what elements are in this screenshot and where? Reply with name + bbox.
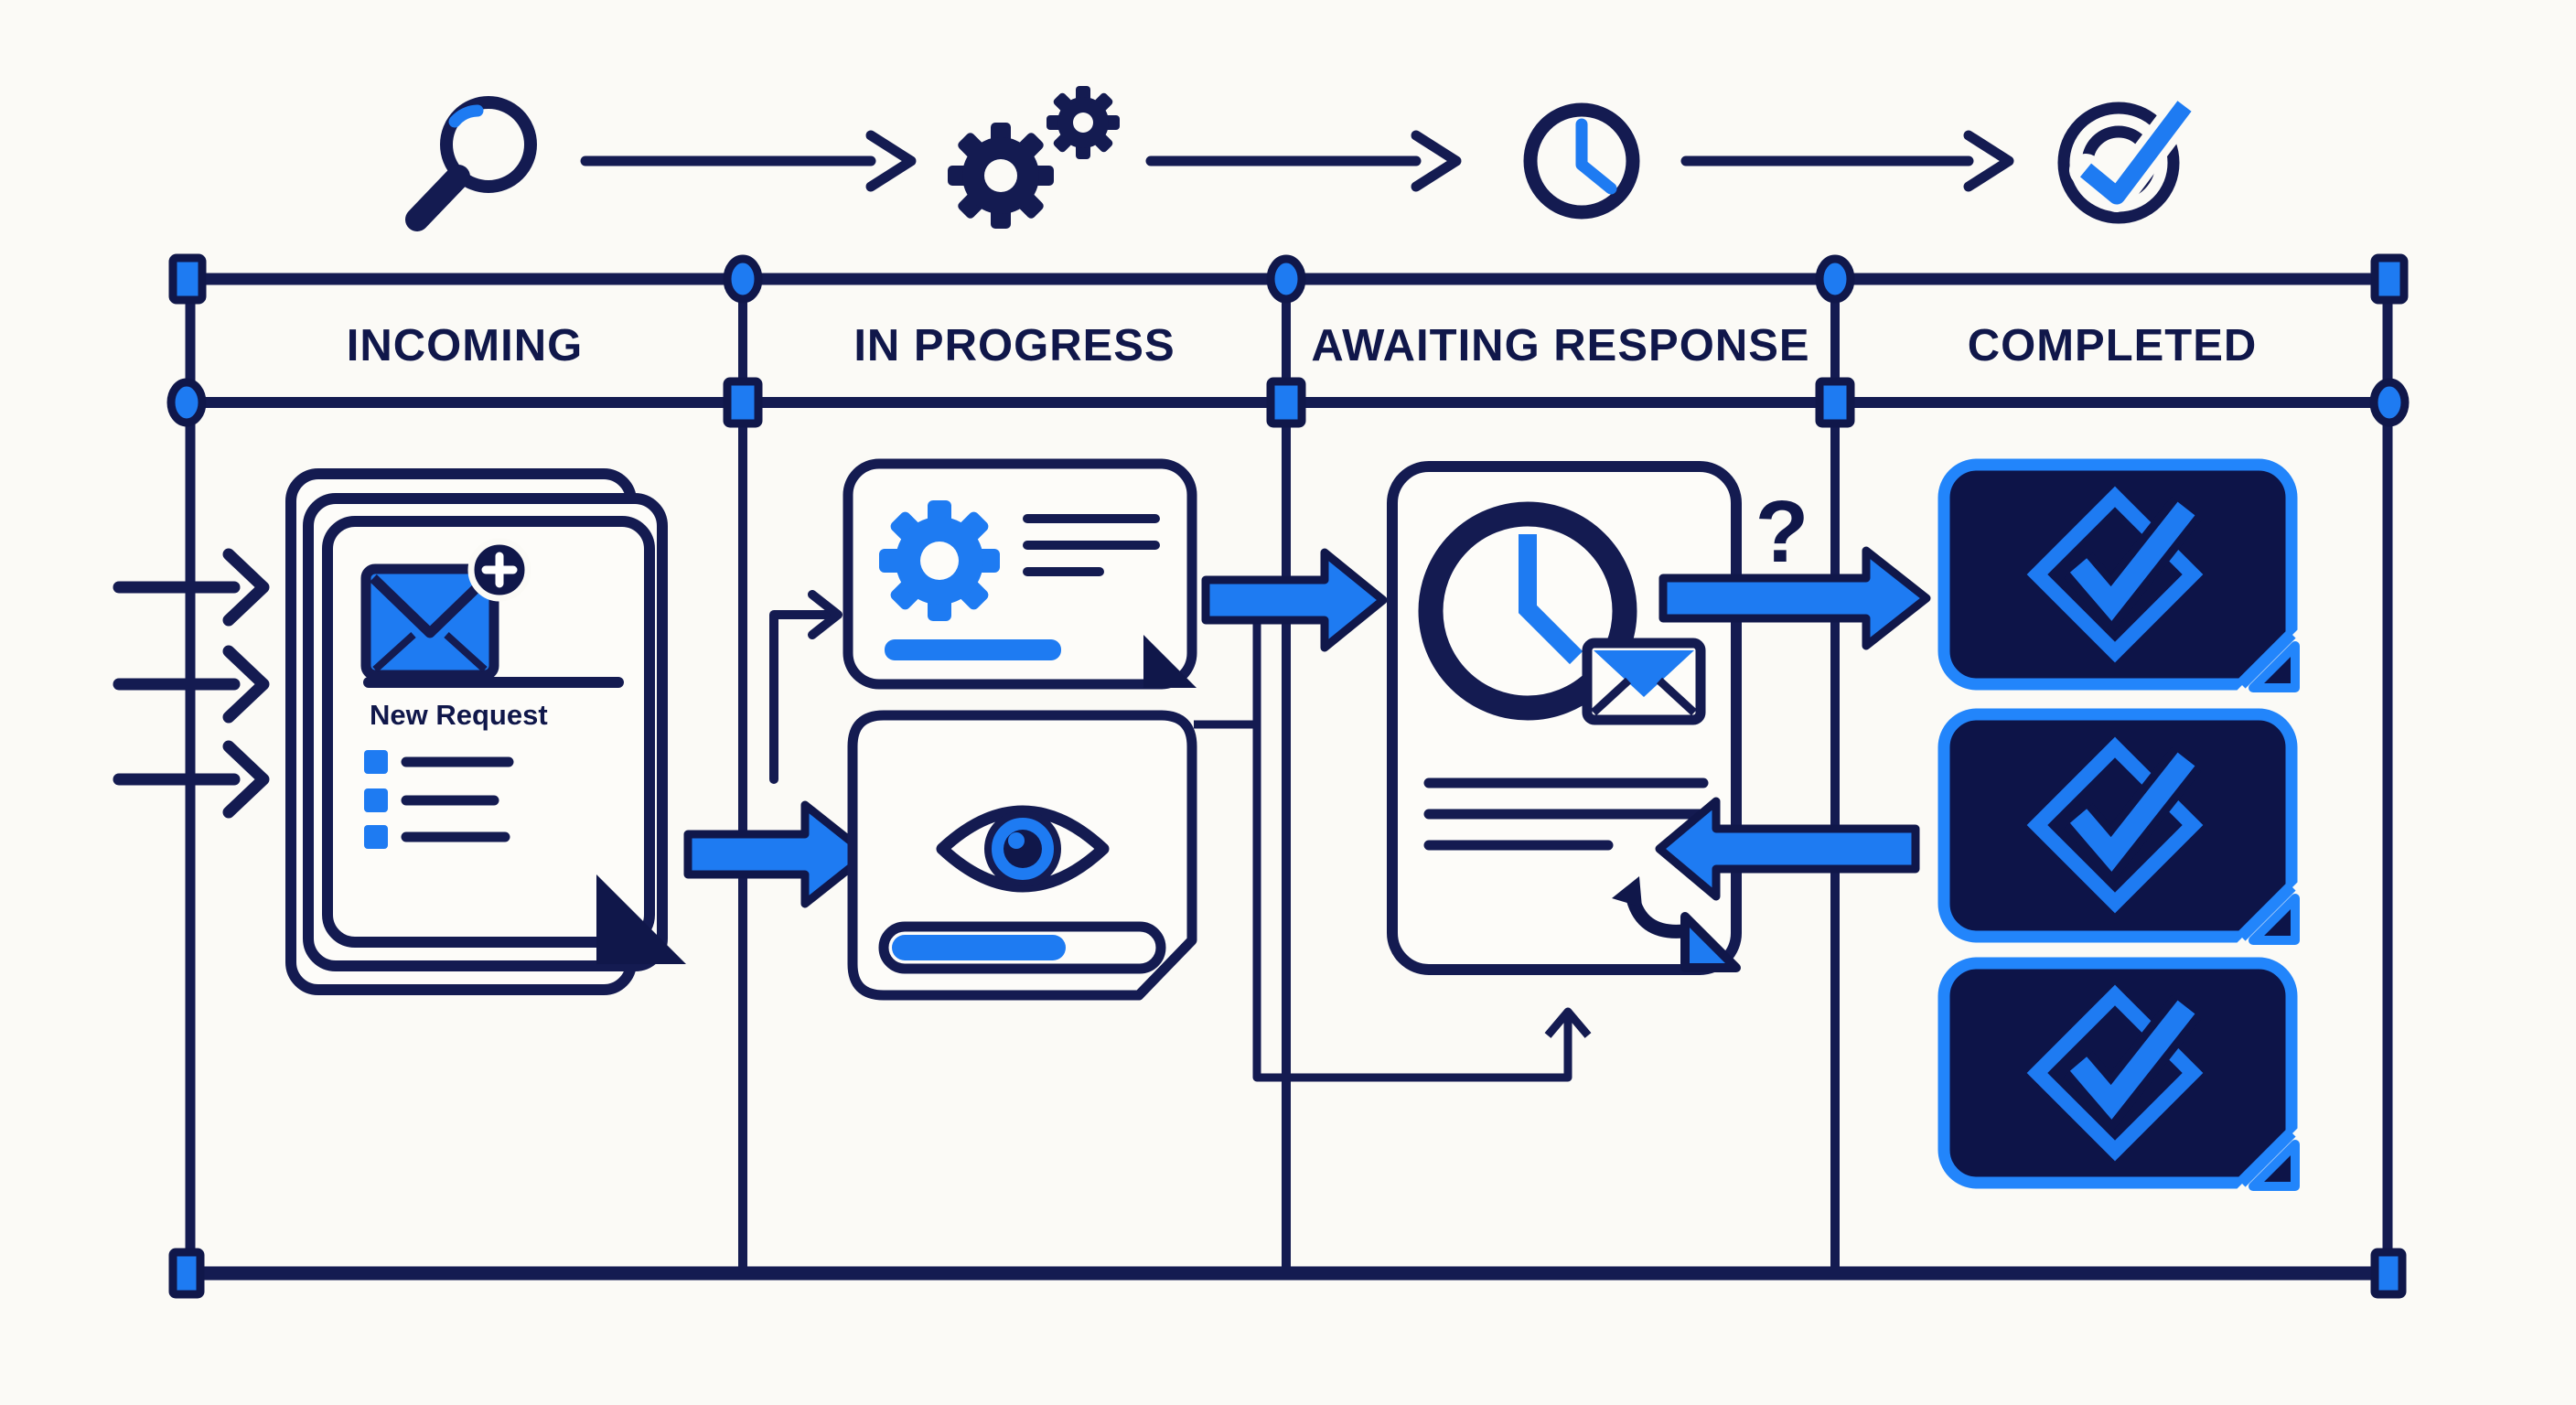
grid-handle — [168, 253, 207, 305]
gear-icon — [879, 500, 1000, 621]
grid-handle — [723, 254, 763, 304]
connector-to-awaiting — [1194, 607, 1592, 1082]
target-check-icon — [2057, 90, 2201, 224]
check-diamond-icon — [2026, 736, 2204, 914]
grid-handle — [1815, 254, 1855, 304]
incoming-entry-arrows — [113, 548, 270, 819]
inprogress-column — [769, 458, 1592, 1082]
strip-arrow-1 — [580, 130, 917, 192]
checklist-icon — [364, 750, 514, 849]
card-text-lines — [1023, 514, 1160, 576]
flow-arrow-awaiting-to-completed — [1658, 546, 1931, 650]
completed-card — [1937, 708, 2300, 945]
entry-arrow — [113, 548, 270, 627]
grid-handle — [723, 377, 763, 428]
entry-arrow — [113, 645, 270, 724]
document-stack: New Request — [285, 468, 686, 995]
flow-arrow-response-return — [1655, 797, 1920, 901]
reply-arrow-icon — [1612, 876, 1690, 938]
check-diamond-icon — [2026, 486, 2204, 663]
check-diamond-icon — [2026, 984, 2204, 1162]
flow-arrow-incoming-to-inprogress — [683, 800, 872, 908]
magnifier-icon — [405, 96, 537, 231]
card-title: New Request — [370, 699, 548, 731]
grid-handle — [2370, 1248, 2407, 1299]
completed-column — [1937, 458, 2300, 1191]
column-header-incoming: INCOMING — [347, 321, 583, 370]
flow-arrow-inprogress-to-awaiting — [1201, 548, 1388, 652]
grid-handle — [1815, 377, 1855, 428]
column-header-in-progress: IN PROGRESS — [853, 321, 1175, 370]
entry-arrow — [113, 740, 270, 819]
eye-icon — [936, 805, 1110, 893]
clock-icon — [1418, 501, 1637, 721]
grid-handle — [2369, 378, 2410, 427]
column-headers: INCOMING IN PROGRESS AWAITING RESPONSE C… — [347, 321, 2258, 370]
awaiting-column: ? — [1387, 461, 1931, 975]
folded-corner — [1143, 635, 1197, 688]
gear-card — [843, 458, 1197, 690]
folded-corner — [596, 874, 686, 964]
strip-arrow-3 — [1680, 130, 2014, 192]
gears-icon — [948, 86, 1120, 229]
grid-handle — [168, 1248, 205, 1299]
awaiting-document-card — [1387, 461, 1742, 975]
envelope-plus-icon — [360, 538, 531, 681]
progress-bar — [878, 921, 1166, 974]
column-header-awaiting-response: AWAITING RESPONSE — [1311, 321, 1809, 370]
blue-bar — [885, 639, 1061, 660]
completed-card — [1937, 458, 2300, 692]
grid-handle — [166, 378, 207, 427]
grid-handles — [166, 253, 2410, 1299]
card-text-lines — [1423, 778, 1709, 851]
grid-handle — [1266, 377, 1306, 428]
strip-arrow-2 — [1145, 130, 1462, 192]
grid-handle — [1266, 254, 1306, 304]
folded-corner — [1680, 912, 1741, 972]
clock-icon — [1523, 102, 1640, 220]
elbow-arrow-to-gear-card — [769, 590, 843, 784]
column-header-completed: COMPLETED — [1968, 321, 2258, 370]
eye-card — [847, 710, 1197, 1001]
process-strip — [405, 86, 2201, 231]
incoming-column: New Request — [113, 468, 686, 995]
completed-card — [1937, 957, 2300, 1191]
question-mark: ? — [1755, 483, 1809, 581]
grid-handle — [2370, 253, 2409, 305]
envelope-icon — [1582, 638, 1706, 725]
